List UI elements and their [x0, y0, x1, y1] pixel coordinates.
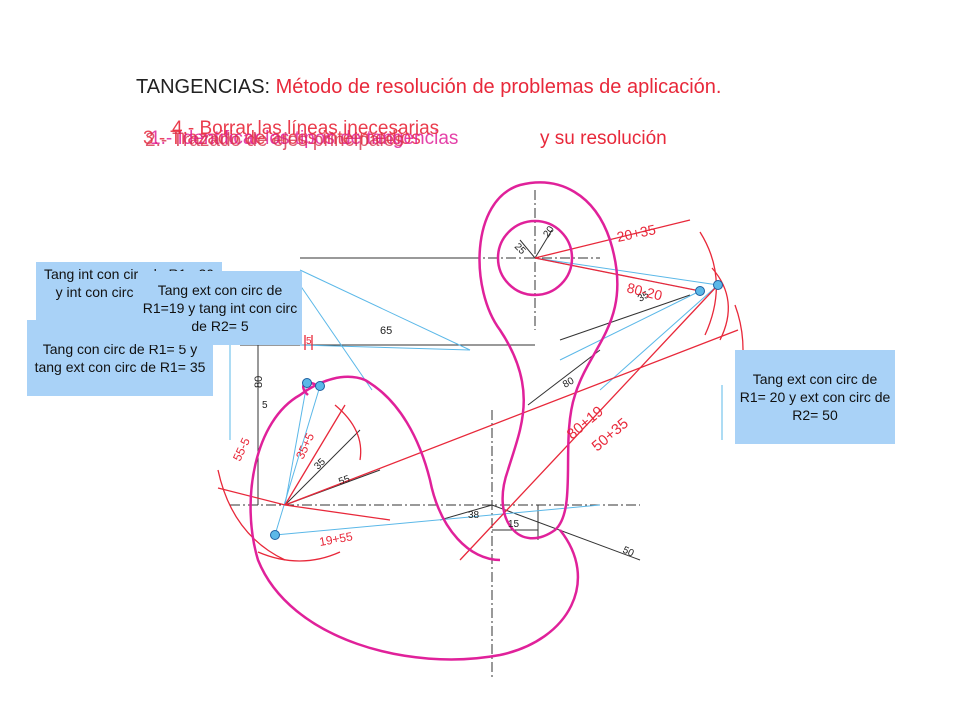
title-prefix: TANGENCIAS: — [136, 76, 271, 98]
radius-35-right — [559, 294, 691, 341]
radius-50 — [491, 504, 641, 561]
callout-tang-ext-20-50-text: Tang ext con circ de R1= 20 y ext con ci… — [739, 371, 891, 423]
step-2-caption: 2.- Trazado de ejes principales — [145, 130, 404, 151]
construction-line-3 — [599, 284, 719, 391]
arc-e — [257, 551, 341, 562]
red-line-50-35 — [284, 329, 739, 506]
step-caption-suffix: y su resolución — [540, 128, 667, 149]
callout-tang-ext-20-50: Tang ext con circ de R1= 20 y ext con ci… — [735, 350, 895, 444]
arc-g — [304, 335, 313, 350]
arc-b — [711, 267, 729, 341]
red-line-80-19 — [459, 284, 719, 561]
dim-65-label: 65 — [380, 325, 392, 337]
callout-tang-ext-19-5-text: Tang ext con circ de R1=19 y tang int co… — [142, 282, 298, 334]
tangency-points — [270, 280, 723, 540]
construction-line-4 — [559, 290, 701, 361]
dim-38-label: 38 — [468, 510, 480, 521]
red-line-35-5 — [284, 404, 346, 506]
step-1-caption: 1.- Identificar los tipos de tangencias — [150, 128, 459, 149]
tangent-point-1 — [713, 280, 723, 290]
construction-line-6 — [284, 382, 308, 506]
callout-tang-ext-19-5: Tang ext con circ de R1=19 y tang int co… — [138, 271, 302, 345]
page-title: TANGENCIAS: Método de resolución de prob… — [136, 76, 721, 99]
dim-5-label: 5 — [262, 400, 268, 411]
construction-line-7 — [274, 504, 601, 536]
label-55-5: 55-5 — [230, 435, 253, 463]
hook-lower-body — [249, 375, 580, 661]
step-4-caption: 4.- Borrar las líneas inecesarias — [172, 118, 440, 139]
dim-80-label: 80 — [561, 375, 577, 390]
radius-80 — [527, 349, 601, 406]
hook-upper-body — [478, 181, 619, 540]
label-20-35: 20+35 — [615, 221, 657, 245]
radius-25 — [519, 239, 536, 259]
construction-line-12 — [299, 344, 471, 351]
callout-tang-5-35-text: Tang con circ de R1= 5 y tang ext con ci… — [34, 341, 206, 375]
red-line-20-35 — [534, 219, 691, 259]
hook-eye-circle — [496, 219, 574, 297]
hook-outline — [249, 181, 619, 661]
tangent-point-2 — [695, 286, 705, 296]
dim-55-label: 55 — [337, 474, 352, 488]
radius-20 — [534, 229, 553, 259]
construction-line-8 — [299, 269, 471, 351]
construction-line-9 — [299, 284, 373, 391]
label-19-55: 19+55 — [318, 529, 354, 549]
construction-line-5 — [274, 385, 321, 536]
tangent-point-5 — [270, 530, 280, 540]
dim-25-label: 25 — [512, 241, 528, 257]
dim-50-label: 50 — [621, 545, 636, 560]
title-rest: Método de resolución de problemas de apl… — [270, 76, 722, 98]
label-5: 5 — [306, 336, 312, 347]
dim-80v-label: 80 — [253, 376, 265, 388]
radius-38 — [439, 504, 493, 521]
dim-15-label: 15 — [508, 519, 520, 530]
construction-line-1 — [534, 257, 719, 286]
dim-35b-label: 35 — [312, 456, 328, 472]
step-3-caption: 3.- Trazado de arcos intermedios — [143, 128, 421, 149]
radius-35 — [284, 429, 361, 506]
red-line-19-55 — [284, 504, 391, 521]
tangent-point-3 — [315, 381, 325, 391]
dim-35-label: 35 — [636, 289, 652, 304]
arc-f — [334, 404, 362, 461]
arc-d — [217, 469, 286, 561]
dimension-labels: 25 20 35 65 80 5 80 35 55 38 15 50 — [253, 224, 652, 560]
tangent-point-4 — [302, 378, 312, 388]
